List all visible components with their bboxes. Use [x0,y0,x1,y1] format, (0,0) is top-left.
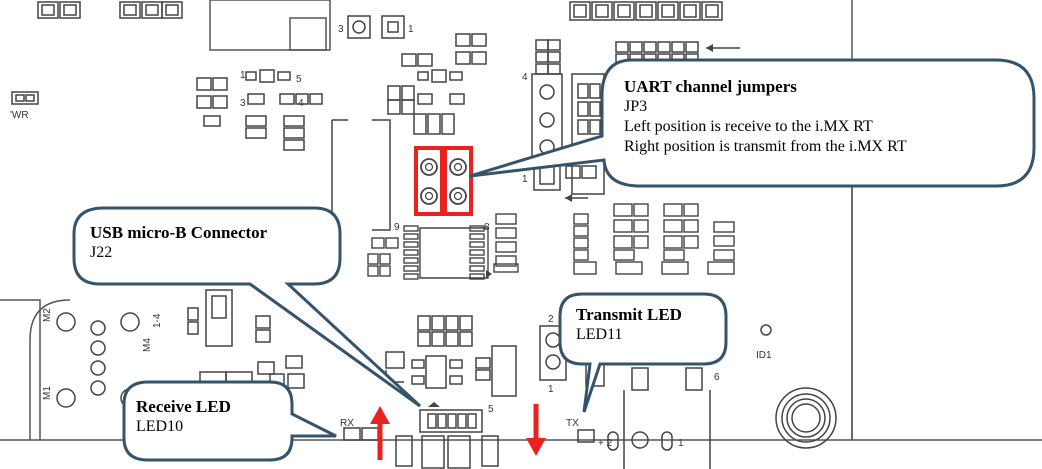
svg-text:1: 1 [522,174,528,185]
uart-callout-line: JP3 [624,98,648,116]
svg-text:3: 3 [240,98,246,109]
usb-connector-area: 5 [343,315,517,469]
silkscreen-labels: RX TX ID1 'WR M2 M4 1-4 M1 [10,110,772,429]
transmit-callout-line: LED11 [576,326,623,344]
jp3-jumper-highlight [414,146,473,216]
m4-silk-label: M4 [142,338,153,352]
svg-text:5: 5 [296,74,302,85]
uart-callout-text: UART channel jumpers JP3 Left position i… [624,76,907,157]
svg-text:1: 1 [548,384,554,395]
uart-callout [469,58,1036,188]
receive-callout-text: Receive LED LED10 [136,396,231,437]
uart-callout-line: Right position is transmit from the i.MX… [624,138,907,156]
tx-arrow [526,404,546,456]
usb-callout [72,206,422,408]
receive-callout [122,380,337,462]
svg-text:2: 2 [548,314,554,325]
usb-callout-line: J22 [90,244,113,262]
svg-text:3: 3 [338,24,344,35]
svg-text:4: 4 [522,72,528,83]
transmit-callout-title: Transmit LED [576,305,682,324]
svg-text:5: 5 [488,404,494,415]
rx-silk-label: RX [340,418,354,429]
usb-callout-title: USB micro-B Connector [90,223,268,242]
right-pad-grid [493,203,735,275]
m2-silk-label: M2 [42,308,53,322]
ic-chip: 9 8 [367,222,492,280]
tx-silk-label: TX [566,418,579,429]
uart-callout-line: Left position is receive to the i.MX RT [624,118,873,136]
svg-text:+ 2: + 2 [598,438,613,449]
svg-text:1: 1 [240,70,246,81]
svg-text:1: 1 [678,438,684,449]
uart-callout-title: UART channel jumpers [624,77,797,96]
usb-callout-text: USB micro-B Connector J22 [90,222,267,263]
left-components: 1 5 3 4 [11,69,323,151]
receive-callout-line: LED10 [136,418,184,436]
transmit-callout-text: Transmit LED LED11 [576,304,682,345]
transmit-callout [558,292,728,413]
range-silk-label: 1-4 [152,313,163,328]
svg-text:6: 6 [714,372,720,383]
m1-silk-label: M1 [42,386,53,400]
receive-callout-title: Receive LED [136,397,231,416]
top-connector-row [37,1,723,21]
id1-silk-label: ID1 [756,350,772,361]
rx-arrow [370,406,390,460]
svg-text:9: 9 [394,222,400,233]
pwr-silk-label: 'WR [10,110,29,121]
svg-text:4: 4 [298,98,304,109]
svg-text:8: 8 [484,222,490,233]
svg-text:1: 1 [408,24,414,35]
